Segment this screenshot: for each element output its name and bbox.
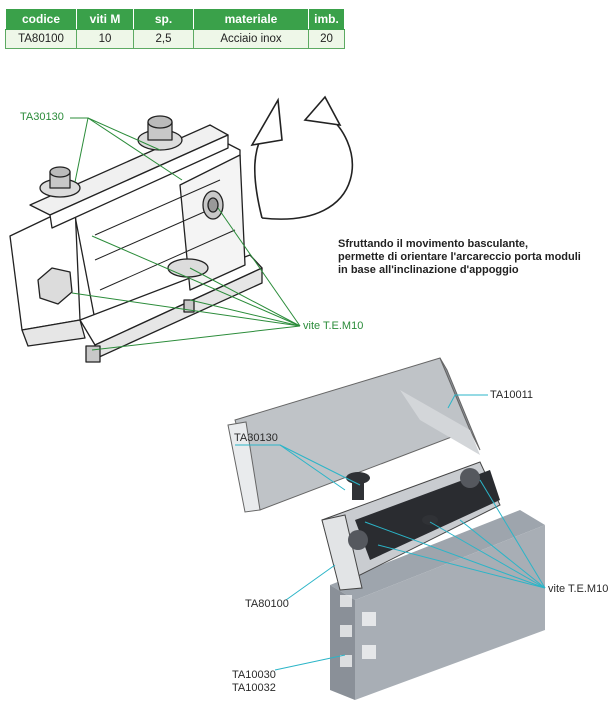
top-leader-lines bbox=[70, 117, 301, 351]
bracket-line-drawing bbox=[9, 115, 263, 363]
header-codice: codice bbox=[5, 8, 77, 30]
header-sp: sp. bbox=[133, 8, 194, 30]
description-line: permette di orientare l'arcareccio porta… bbox=[338, 251, 581, 263]
cell-imb: 20 bbox=[308, 29, 345, 49]
label-screws-top: vite T.E.M10 bbox=[303, 320, 364, 332]
label-ta10032: TA10032 bbox=[232, 682, 276, 694]
cell-viti: 10 bbox=[76, 29, 134, 49]
label-screws-bottom: vite T.E.M10 bbox=[548, 583, 609, 595]
description-line: Sfruttando il movimento basculante, bbox=[338, 238, 529, 250]
header-viti: viti M bbox=[76, 8, 134, 30]
bottom-leader-lines bbox=[235, 394, 546, 671]
description-line: in base all'inclinazione d'appoggio bbox=[338, 264, 519, 276]
cell-sp: 2,5 bbox=[133, 29, 194, 49]
label-ta80100: TA80100 bbox=[245, 598, 289, 610]
cell-codice: TA80100 bbox=[5, 29, 77, 49]
spec-table: codice viti M sp. materiale imb. TA80100… bbox=[5, 8, 345, 49]
cell-materiale: Acciaio inox bbox=[193, 29, 309, 49]
spec-table-header-row: codice viti M sp. materiale imb. bbox=[5, 8, 345, 30]
label-ta10011: TA10011 bbox=[490, 389, 534, 401]
header-imb: imb. bbox=[308, 8, 345, 30]
label-ta30130-top: TA30130 bbox=[20, 111, 64, 123]
label-ta30130-bottom: TA30130 bbox=[234, 432, 278, 444]
table-row: TA80100 10 2,5 Acciaio inox 20 bbox=[5, 29, 345, 49]
rotation-arrow-icon bbox=[250, 95, 354, 220]
label-ta10030: TA10030 bbox=[232, 669, 276, 681]
rendered-assembly bbox=[227, 357, 545, 700]
description-text: Sfruttando il movimento basculante, perm… bbox=[338, 238, 588, 277]
